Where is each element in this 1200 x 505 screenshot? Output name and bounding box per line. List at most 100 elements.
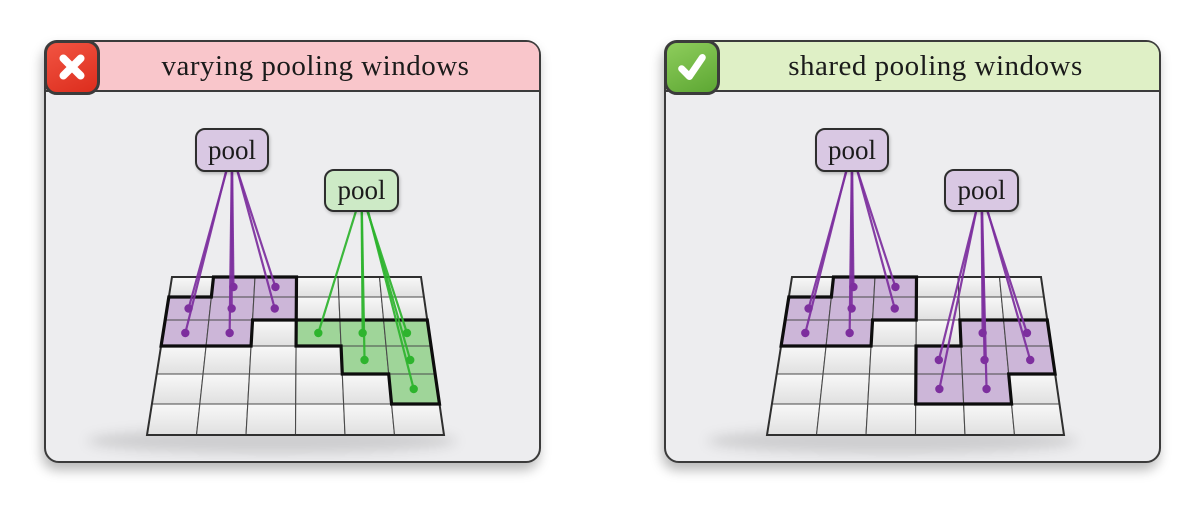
pool-box-purple: pool: [815, 128, 889, 172]
pool-box-purple: pool: [195, 128, 269, 172]
pooling-connection-line: [986, 209, 1032, 361]
pooling-dot: [804, 304, 813, 313]
grid-cell: [867, 373, 917, 405]
pooling-connection-line: [236, 169, 277, 288]
grid-cell: [202, 345, 252, 375]
pooling-connection-line: [804, 169, 848, 334]
feature-grid-varying: [87, 169, 457, 454]
pooling-dot: [229, 282, 238, 292]
grid-cell: [245, 403, 297, 436]
feature-grid-shared: [707, 169, 1077, 454]
pooling-connection-line: [236, 169, 276, 309]
grid-cell: [199, 373, 251, 405]
grid-cell: [915, 276, 960, 298]
pool-box-purple-2: pool: [944, 169, 1019, 212]
pooling-dot: [1022, 328, 1032, 338]
grid-cell: [958, 296, 1005, 321]
pool-box-green: pool: [324, 169, 399, 212]
grid-cell: [151, 373, 204, 405]
panel-title: shared pooling windows: [788, 49, 1083, 82]
pooling-window-outline: [779, 275, 919, 348]
grid-cell: [1010, 403, 1065, 436]
grid-cell: [914, 403, 966, 436]
grid-cell: [868, 345, 917, 375]
grid-cell: [815, 403, 869, 436]
pooling-dot: [270, 304, 279, 313]
grid-cell: [343, 403, 396, 436]
pooling-dot: [402, 328, 412, 338]
grid-frame: [145, 276, 446, 436]
pooling-dot: [890, 304, 899, 313]
grid-cell: [870, 319, 917, 347]
pooling-dot: [406, 355, 415, 365]
pooling-dot: [934, 355, 944, 365]
grid-cell: [295, 296, 341, 321]
pooling-dot: [409, 384, 418, 394]
panel-shared-header: shared pooling windows: [663, 39, 1159, 95]
grid-cell: [1008, 373, 1061, 405]
pooling-dot: [801, 328, 810, 338]
pooling-window-outline: [159, 275, 299, 348]
panel-shared-pooling: shared pooling windows pool pool: [663, 39, 1161, 463]
grid-cell: [247, 373, 297, 405]
pooling-dot: [845, 328, 854, 338]
pooling-dot: [847, 304, 856, 313]
pooling-connection-line: [366, 209, 415, 390]
grid-cell: [819, 373, 871, 405]
grid-cell: [963, 403, 1016, 436]
pooling-window-outline: [294, 318, 442, 406]
grid-cell: [295, 373, 345, 405]
grid-frame: [765, 276, 1066, 436]
grid-cell: [788, 276, 835, 298]
pooling-dot: [227, 304, 236, 313]
grid-cell: [146, 403, 201, 436]
check-icon: [663, 39, 720, 95]
panel-varying-pooling: varying pooling windows pool pool: [43, 39, 541, 463]
pooling-connection-line: [937, 209, 978, 361]
pooling-dot: [358, 328, 367, 338]
pooling-dot: [1026, 355, 1035, 365]
grid-cell: [380, 296, 428, 321]
grid-cell: [390, 403, 445, 436]
grid-cell: [1000, 296, 1048, 321]
grid-cell: [337, 276, 383, 298]
pooling-connection-line: [856, 169, 897, 288]
grid-cell: [865, 403, 917, 436]
panel-varying-header: varying pooling windows: [43, 39, 539, 95]
pooling-dot: [978, 328, 987, 338]
pooling-dot: [360, 355, 369, 365]
pooling-connection-line: [856, 169, 896, 309]
pooling-window-outline: [914, 318, 1057, 406]
grid-cell: [156, 345, 207, 375]
pooling-dot: [849, 282, 858, 292]
pooling-connection-line: [317, 209, 358, 334]
grid-cell: [248, 345, 297, 375]
grid-cell: [341, 373, 393, 405]
pooling-dot: [935, 384, 944, 394]
grid-cell: [295, 345, 343, 375]
pooling-connection-line: [184, 169, 228, 334]
pooling-connection-line: [938, 209, 978, 390]
pooling-dot: [271, 282, 280, 292]
grid-cell: [771, 373, 824, 405]
grid-cell: [766, 403, 821, 436]
grid-cell: [957, 276, 1003, 298]
grid-cell: [915, 319, 962, 347]
cross-icon: [43, 39, 100, 95]
grid-cell: [338, 296, 385, 321]
pooling-dot: [184, 304, 193, 313]
pooling-dot: [891, 282, 900, 292]
grid-cell: [195, 403, 249, 436]
grid-cell: [822, 345, 872, 375]
pooling-dot: [314, 328, 323, 338]
pooling-dot: [982, 384, 991, 394]
grid-cell: [250, 319, 297, 347]
panel-title: varying pooling windows: [161, 49, 470, 82]
grid-cell: [294, 403, 346, 436]
grid-cell: [168, 276, 215, 298]
pooling-dot: [181, 328, 190, 338]
pooling-dot: [225, 328, 234, 338]
pooling-dot: [980, 355, 989, 365]
grid-cell: [998, 276, 1045, 298]
grid-cell: [776, 345, 827, 375]
